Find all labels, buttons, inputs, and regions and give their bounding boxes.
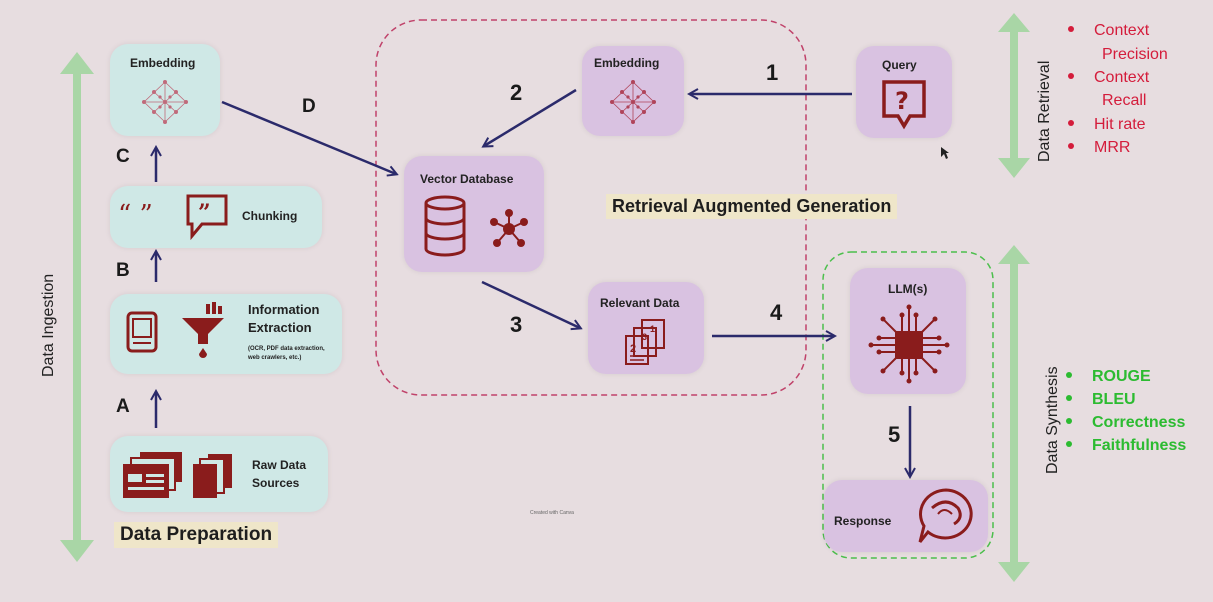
metric-context-recall: Context [1068,69,1149,87]
bullet-icon [1066,394,1072,401]
metric-text: Context [1094,22,1150,39]
step-c-label: C [116,146,130,167]
embedding-center-label: Embedding [594,56,660,70]
watermark: Created with Canva [530,510,574,516]
arrow-3 [481,280,580,328]
documents-stack-icon [193,454,232,498]
metric-correctness: Correctness [1066,414,1185,432]
database-icon [424,195,466,257]
vector-database-label: Vector Database [420,172,514,186]
step-d-label: D [302,96,316,117]
data-synthesis-double-arrow [998,245,1030,582]
metric-context-recall-line2: Recall [1102,92,1147,109]
information-extraction-node: Information Extraction (OCR, PDF data ex… [110,294,342,374]
data-synthesis-label: Data Synthesis [1044,366,1061,474]
relevant-data-node: Relevant Data 1 3 2 [588,282,704,374]
data-preparation-banner: Data Preparation [114,522,279,548]
bullet-icon [1066,440,1072,447]
embedding-left-label: Embedding [130,56,196,70]
bullet-icon [1066,417,1072,424]
data-retrieval-double-arrow [998,13,1030,178]
embedding-center-node: Embedding [582,46,684,136]
data-ingestion-double-arrow [60,52,94,562]
svg-text:1: 1 [650,324,655,334]
llm-label: LLM(s) [888,282,928,296]
step-b-label: B [116,260,130,281]
metric-text: Context [1094,69,1150,86]
metric-text: MRR [1094,139,1131,156]
metric-text: ROUGE [1092,368,1151,385]
response-node: Response [824,480,988,552]
funnel-icon [182,302,224,358]
embedding-left-node: Embedding [110,44,220,136]
bullet-icon [1068,142,1074,149]
svg-text:3: 3 [642,332,647,342]
chunking-node: “ ” ” Chunking [110,186,322,248]
raw-data-sources-node: Raw Data Sources [110,436,328,512]
metric-text: BLEU [1092,391,1136,408]
relevant-data-label: Relevant Data [600,296,680,310]
metric-hit-rate: Hit rate [1068,116,1146,134]
chunking-label: Chunking [242,209,298,223]
question-bubble-icon: ? [882,80,926,130]
metric-mrr: MRR [1068,139,1130,157]
embedding-grid-icon [142,80,188,124]
step-5-label: 5 [888,422,901,447]
rag-banner: Retrieval Augmented Generation [606,194,898,219]
metric-bleu: BLEU [1066,391,1136,409]
svg-text:2: 2 [630,343,636,355]
metric-context-precision: Context [1068,22,1149,40]
query-label: Query [882,58,917,72]
information-extraction-note-2: web crawlers, etc.) [248,355,302,361]
bullet-icon [1066,371,1072,378]
synthesis-dashed-region [822,251,994,559]
quote-marks-icon: “ ” [118,200,153,230]
arrow-d [221,100,396,174]
response-label: Response [834,514,892,528]
bullet-icon [1068,25,1074,32]
step-2-label: 2 [510,80,523,105]
metric-faithfulness: Faithfulness [1066,437,1186,455]
metric-text: Faithfulness [1092,437,1187,454]
svg-text:”: ” [198,200,211,226]
speech-quote-icon: ” [186,194,228,240]
embedding-grid-icon [610,80,656,124]
information-extraction-note-1: (OCR, PDF data extraction, [248,346,325,352]
metric-text: Correctness [1092,414,1186,431]
step-1-label: 1 [766,60,779,85]
metric-rouge: ROUGE [1066,368,1151,386]
document-scan-icon [126,311,158,353]
bullet-icon [1068,72,1074,79]
metric-text: Hit rate [1094,116,1146,133]
metric-context-precision-line2: Precision [1102,46,1168,63]
chip-circuit-icon [868,304,950,384]
vector-database-node: Vector Database [404,156,544,272]
information-extraction-label-1: Information [248,302,320,317]
query-node: Query ? [856,46,952,138]
ranked-documents-icon: 1 3 2 [625,319,665,365]
data-ingestion-label: Data Ingestion [40,273,57,377]
chat-response-icon [918,488,973,543]
step-a-label: A [116,396,130,417]
llm-node: LLM(s) [850,268,966,394]
step-3-label: 3 [510,312,523,337]
cursor-icon [941,147,949,159]
raw-data-label-2: Sources [252,476,300,490]
svg-text:?: ? [895,87,909,115]
web-pages-icon [123,452,182,498]
raw-data-label-1: Raw Data [252,458,307,472]
arrow-2 [484,88,577,146]
step-4-label: 4 [770,300,783,325]
bullet-icon [1068,119,1074,126]
vector-network-icon [490,209,528,247]
data-retrieval-label: Data Retrieval [1036,60,1053,162]
information-extraction-label-2: Extraction [248,320,312,335]
